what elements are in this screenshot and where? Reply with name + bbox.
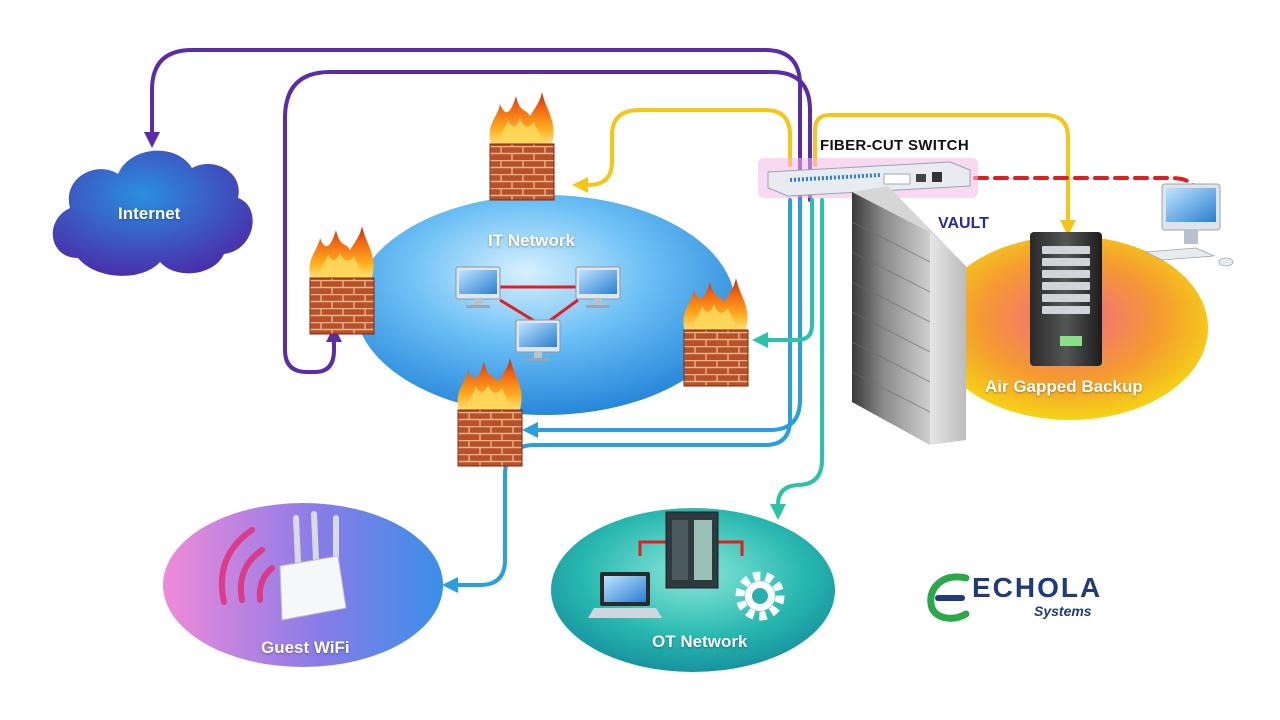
gear-icon: [735, 571, 785, 621]
backup-link: [813, 113, 1076, 236]
ot-network-label: OT Network: [652, 632, 748, 651]
ot-bubble: [551, 508, 835, 672]
company-logo: ECHOLA Systems: [922, 568, 1122, 624]
vault-admin-link: [953, 176, 1198, 192]
fiber-switch-icon: [767, 161, 971, 197]
backup-server: [1030, 232, 1102, 366]
cloud-icon: [52, 150, 253, 276]
wifi-waves-icon: [218, 527, 275, 605]
backup-label: Air Gapped Backup: [985, 377, 1143, 396]
internet-cloud: [52, 150, 253, 276]
internet-link: [144, 48, 802, 202]
ot-link: [770, 198, 824, 520]
router-icon: [279, 555, 347, 621]
fiber-switch: [758, 158, 978, 198]
vault-label: VAULT: [938, 215, 989, 232]
it-network-bubble: [355, 195, 735, 415]
logo-mark-icon: [927, 573, 970, 622]
ot-equipment: [588, 511, 785, 621]
wifi-label: Guest WiFi: [261, 638, 350, 657]
it-lan: [455, 266, 621, 362]
firewall-right-link: [752, 198, 814, 348]
router: [218, 511, 347, 621]
logo-subtitle: Systems: [1034, 603, 1092, 619]
firewall-bottom-link: [522, 198, 802, 438]
it-network-label: IT Network: [488, 231, 575, 250]
firewall-top-link: [572, 108, 792, 193]
laptop-icon: [588, 572, 662, 618]
firewall-icon: [309, 225, 375, 335]
firewall-left-link: [283, 70, 812, 374]
admin-workstation: [1144, 183, 1234, 267]
vault-wall: [851, 186, 966, 445]
internet-label: Internet: [118, 204, 181, 223]
firewall-icon: [489, 91, 555, 201]
switch-label: FIBER-CUT SWITCH: [820, 137, 969, 154]
logo-name: ECHOLA: [972, 572, 1103, 603]
